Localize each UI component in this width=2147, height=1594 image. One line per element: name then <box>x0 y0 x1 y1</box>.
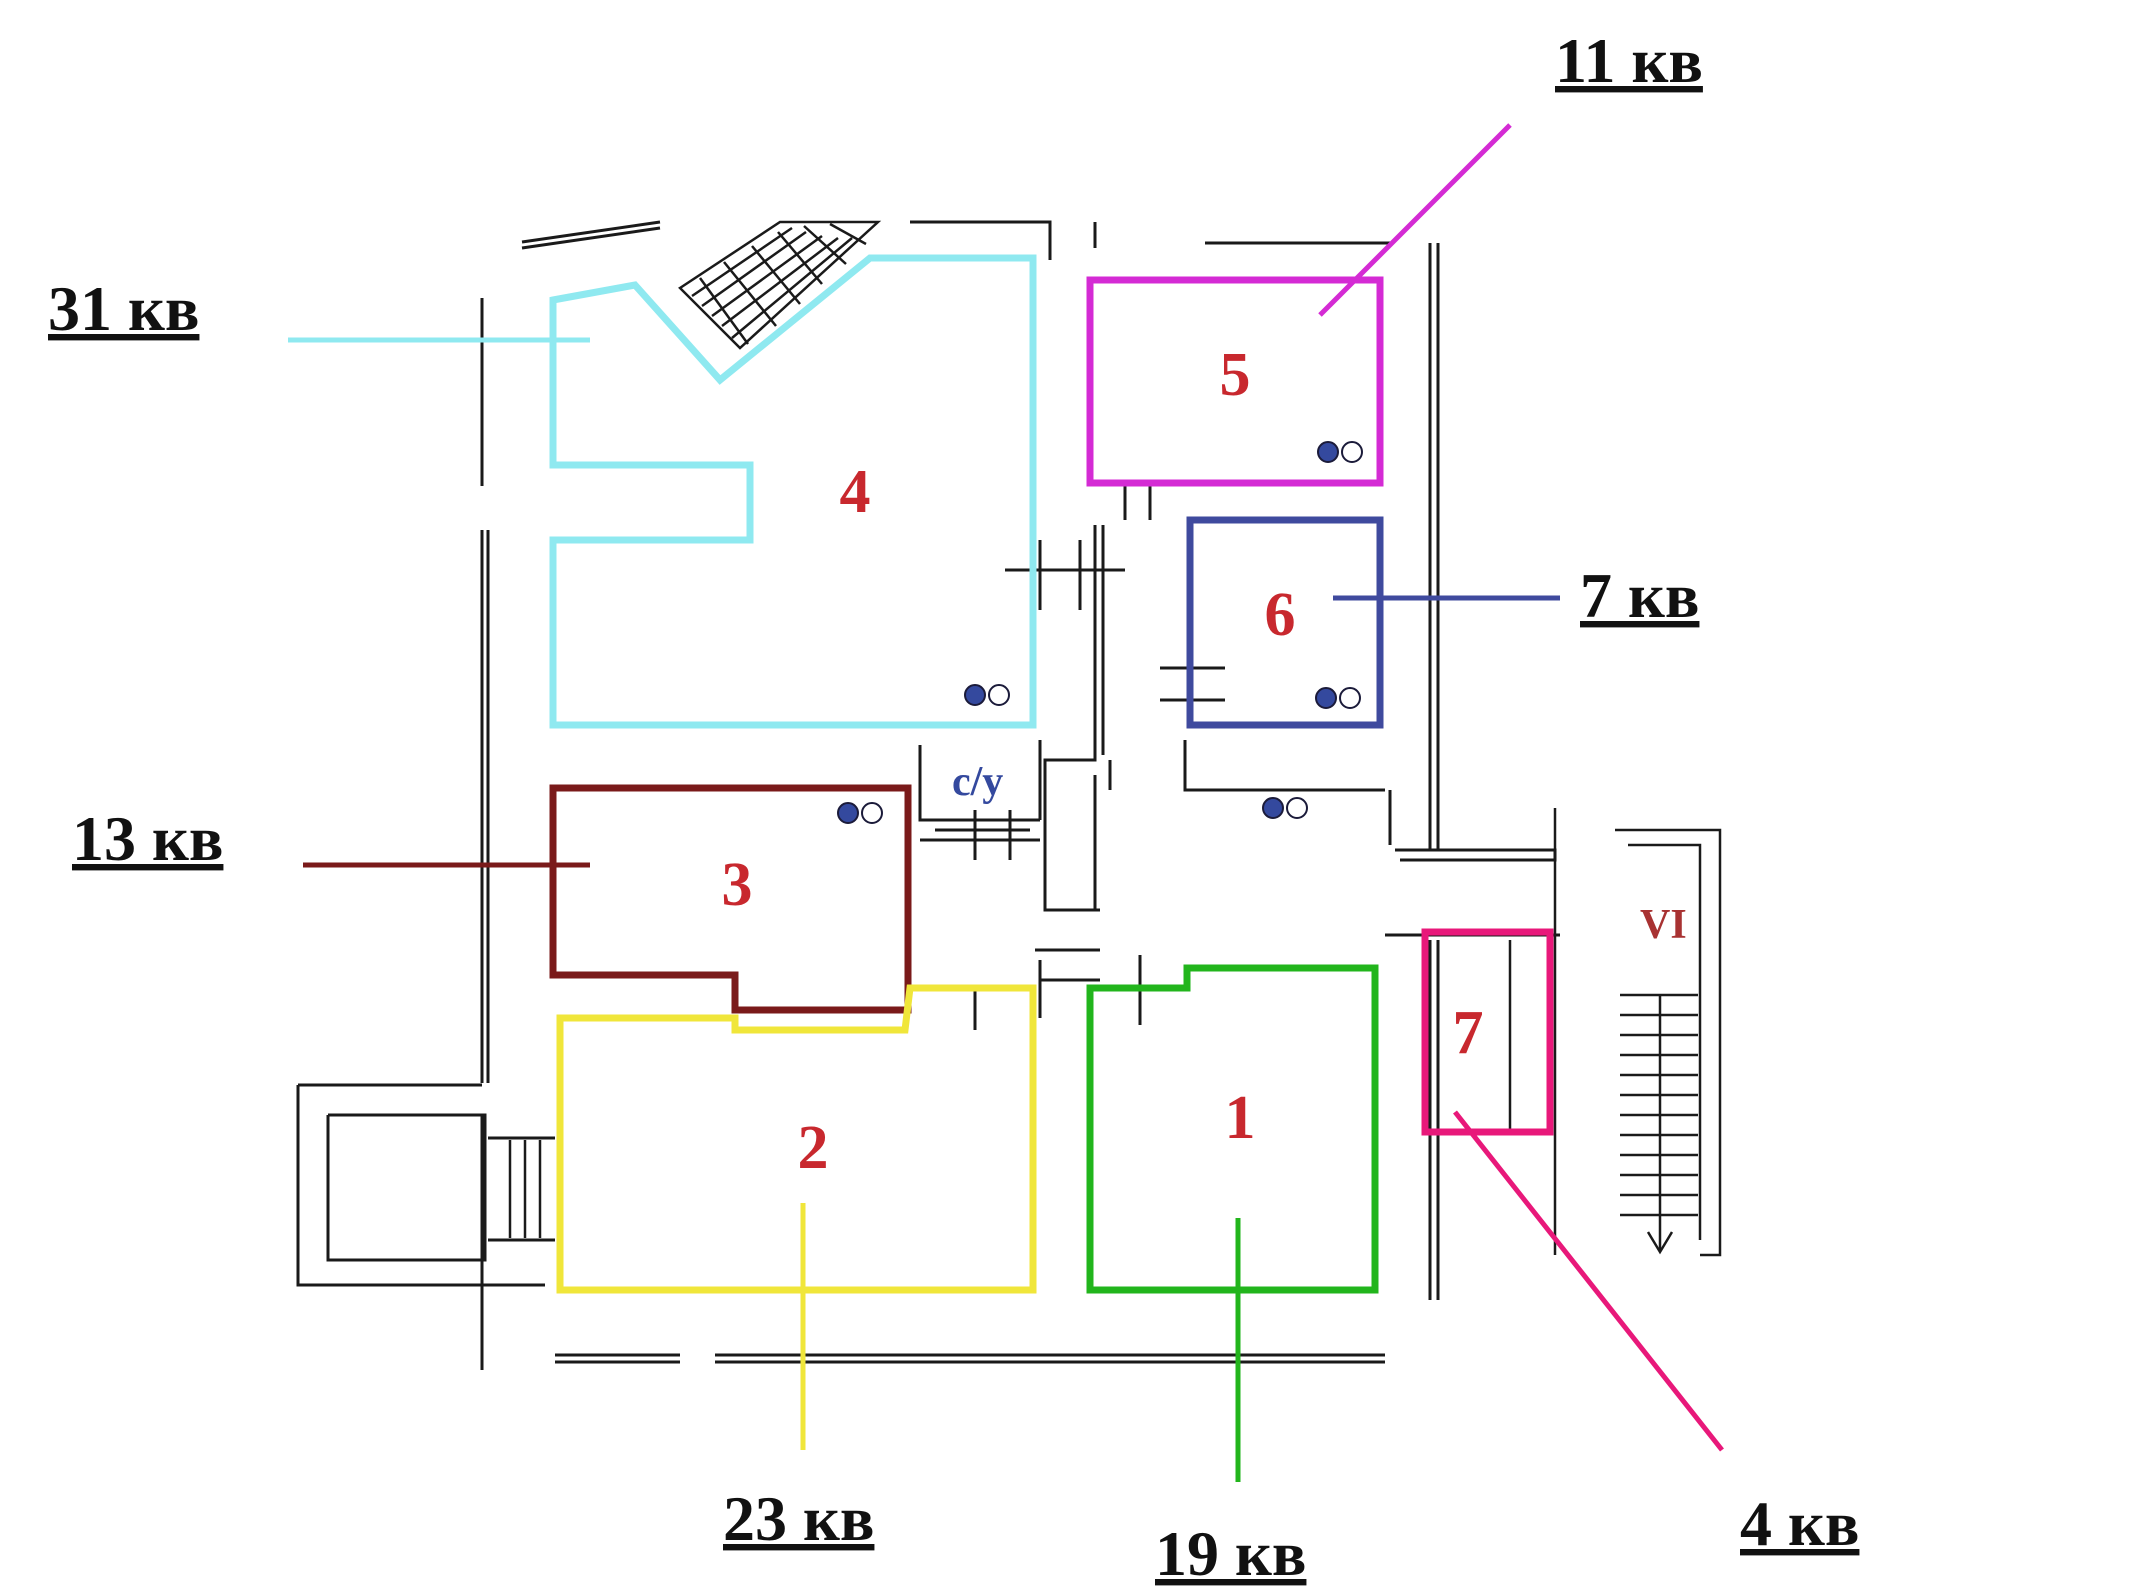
stair-top-left <box>678 220 882 350</box>
room-number-2: 2 <box>798 1114 829 1182</box>
area-label-room-2: 23 кв <box>723 1483 874 1554</box>
zone-room-1[interactable] <box>1086 964 1379 1294</box>
utility-dots-room-6 <box>1315 687 1361 709</box>
room-number-5: 5 <box>1220 341 1251 409</box>
room-number-4: 4 <box>840 458 871 526</box>
zone-room-3[interactable] <box>549 784 912 1014</box>
utility-dots-room-3 <box>837 802 883 824</box>
leader-room-7 <box>1453 1110 1724 1452</box>
area-label-room-5: 11 кв <box>1555 25 1703 96</box>
area-label-room-4: 31 кв <box>48 273 199 344</box>
area-label-room-1: 19 кв <box>1155 1518 1306 1589</box>
utility-dots-room-4 <box>964 684 1010 706</box>
zone-room-7[interactable] <box>1421 928 1554 1136</box>
zone-room-6[interactable] <box>1186 516 1384 729</box>
room-number-3: 3 <box>722 851 753 919</box>
leader-room-5 <box>1318 123 1512 317</box>
stair-right <box>1553 808 1722 1257</box>
zone-room-4[interactable] <box>549 254 1037 729</box>
stair-left-annex <box>508 1140 542 1238</box>
staircase-label: VI <box>1640 902 1687 948</box>
area-label-room-3: 13 кв <box>72 803 223 874</box>
walls <box>296 220 1560 1370</box>
wc-label: с/у <box>952 759 1003 805</box>
zone-room-5[interactable] <box>1086 276 1384 487</box>
area-label-room-6: 7 кв <box>1580 560 1699 631</box>
utility-dots-corridor <box>1262 797 1308 819</box>
area-label-room-7: 4 кв <box>1740 1488 1859 1559</box>
utility-dots-room-5 <box>1317 441 1363 463</box>
zone-room-2[interactable] <box>556 984 1037 1294</box>
room-number-6: 6 <box>1265 581 1296 649</box>
room-number-1: 1 <box>1225 1084 1256 1152</box>
room-number-7: 7 <box>1453 999 1484 1067</box>
